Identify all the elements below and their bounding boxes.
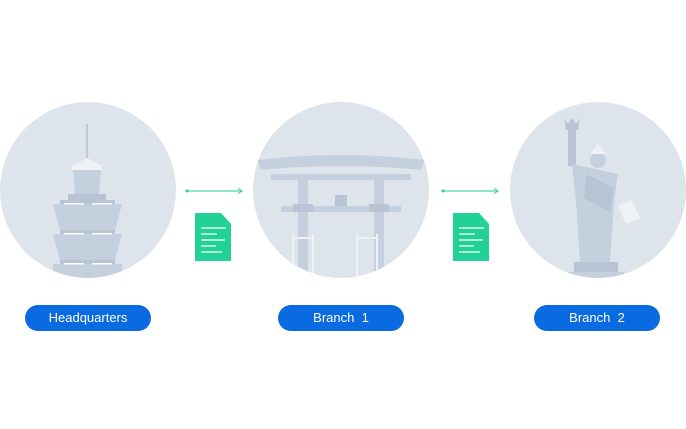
torii-gate-icon [257, 155, 425, 278]
arrow-right-icon [441, 188, 499, 194]
arrow-right-icon [185, 188, 243, 194]
headquarters-label[interactable]: Headquarters [25, 305, 151, 331]
document-icon [453, 213, 489, 261]
document-icon [195, 213, 231, 261]
headquarters-circle [0, 102, 176, 278]
statue-of-liberty-icon [564, 118, 640, 278]
branch-2-label[interactable]: Branch 2 [534, 305, 660, 331]
branch-1-circle [253, 102, 429, 278]
branch-2-circle [510, 102, 686, 278]
taipei-101-tower-icon [53, 124, 122, 278]
branch-1-label[interactable]: Branch 1 [278, 305, 404, 331]
